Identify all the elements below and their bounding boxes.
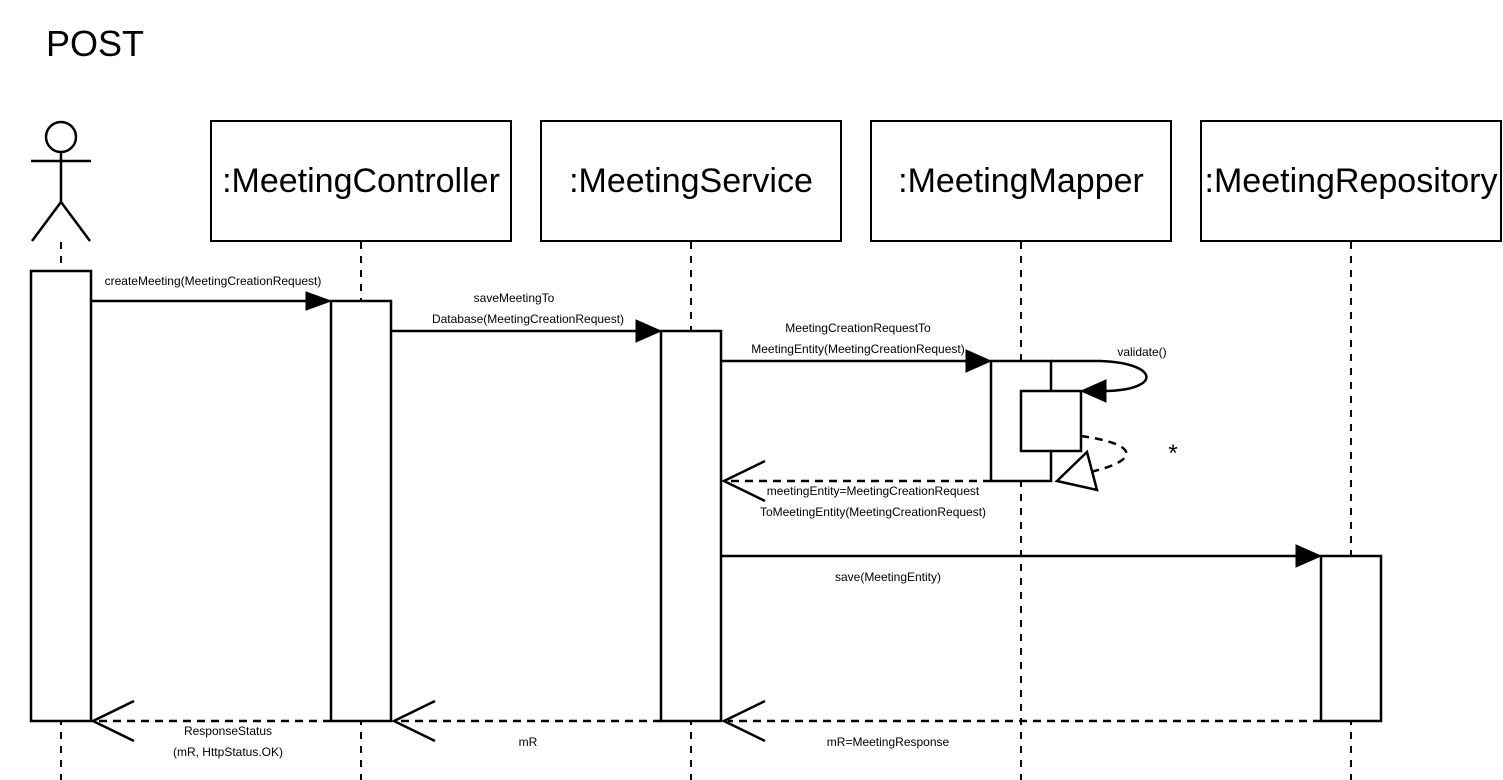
controller-activation	[329, 299, 393, 723]
message-to-meeting-entity: MeetingCreationRequestTo MeetingEntity(M…	[721, 321, 993, 373]
message-label: mR=MeetingResponse	[827, 735, 950, 749]
message-label: saveMeetingTo	[474, 291, 555, 305]
message-label: Database(MeetingCreationRequest)	[432, 312, 624, 326]
loop-marker: *	[1168, 440, 1177, 467]
message-label: validate()	[1117, 345, 1166, 359]
message-label: meetingEntity=MeetingCreationRequest	[767, 484, 980, 498]
participant-label: :MeetingRepository	[1205, 162, 1498, 200]
message-label: ResponseStatus	[184, 724, 272, 738]
participant-meeting-controller: :MeetingController	[210, 120, 512, 242]
participant-meeting-repository: :MeetingRepository	[1200, 120, 1502, 242]
participant-meeting-service: :MeetingService	[540, 120, 842, 242]
participant-label: :MeetingService	[569, 162, 813, 200]
message-validate: validate()	[1051, 345, 1167, 403]
message-label: ToMeetingEntity(MeetingCreationRequest)	[760, 505, 986, 519]
repository-activation	[1319, 554, 1383, 723]
message-label: createMeeting(MeetingCreationRequest)	[105, 274, 322, 288]
message-repository-return: mR=MeetingResponse	[721, 699, 1321, 749]
actor-activation	[29, 269, 93, 723]
participant-label: :MeetingMapper	[898, 162, 1144, 200]
message-label: save(MeetingEntity)	[835, 570, 941, 584]
participant-meeting-mapper: :MeetingMapper	[870, 120, 1172, 242]
message-label: MeetingCreationRequestTo	[785, 321, 931, 335]
message-label: (mR, HttpStatus.OK)	[173, 745, 283, 759]
message-save-meeting-to-database: saveMeetingTo Database(MeetingCreationRe…	[391, 291, 663, 343]
message-create-meeting: createMeeting(MeetingCreationRequest)	[91, 274, 333, 311]
message-save-entity: save(MeetingEntity)	[721, 544, 1323, 584]
mapper-validate-activation	[1019, 389, 1083, 453]
participant-label: :MeetingController	[222, 162, 500, 200]
message-label: mR	[519, 735, 538, 749]
message-entity-return: meetingEntity=MeetingCreationRequest ToM…	[721, 459, 991, 519]
diagram-title: POST	[46, 23, 144, 64]
service-activation	[659, 329, 723, 723]
message-label: MeetingEntity(MeetingCreationRequest)	[751, 342, 964, 356]
message-service-return: mR	[391, 699, 661, 749]
message-validate-return: *	[1054, 434, 1178, 492]
actor-icon	[30, 120, 92, 242]
message-controller-return: ResponseStatus (mR, HttpStatus.OK)	[90, 699, 331, 759]
